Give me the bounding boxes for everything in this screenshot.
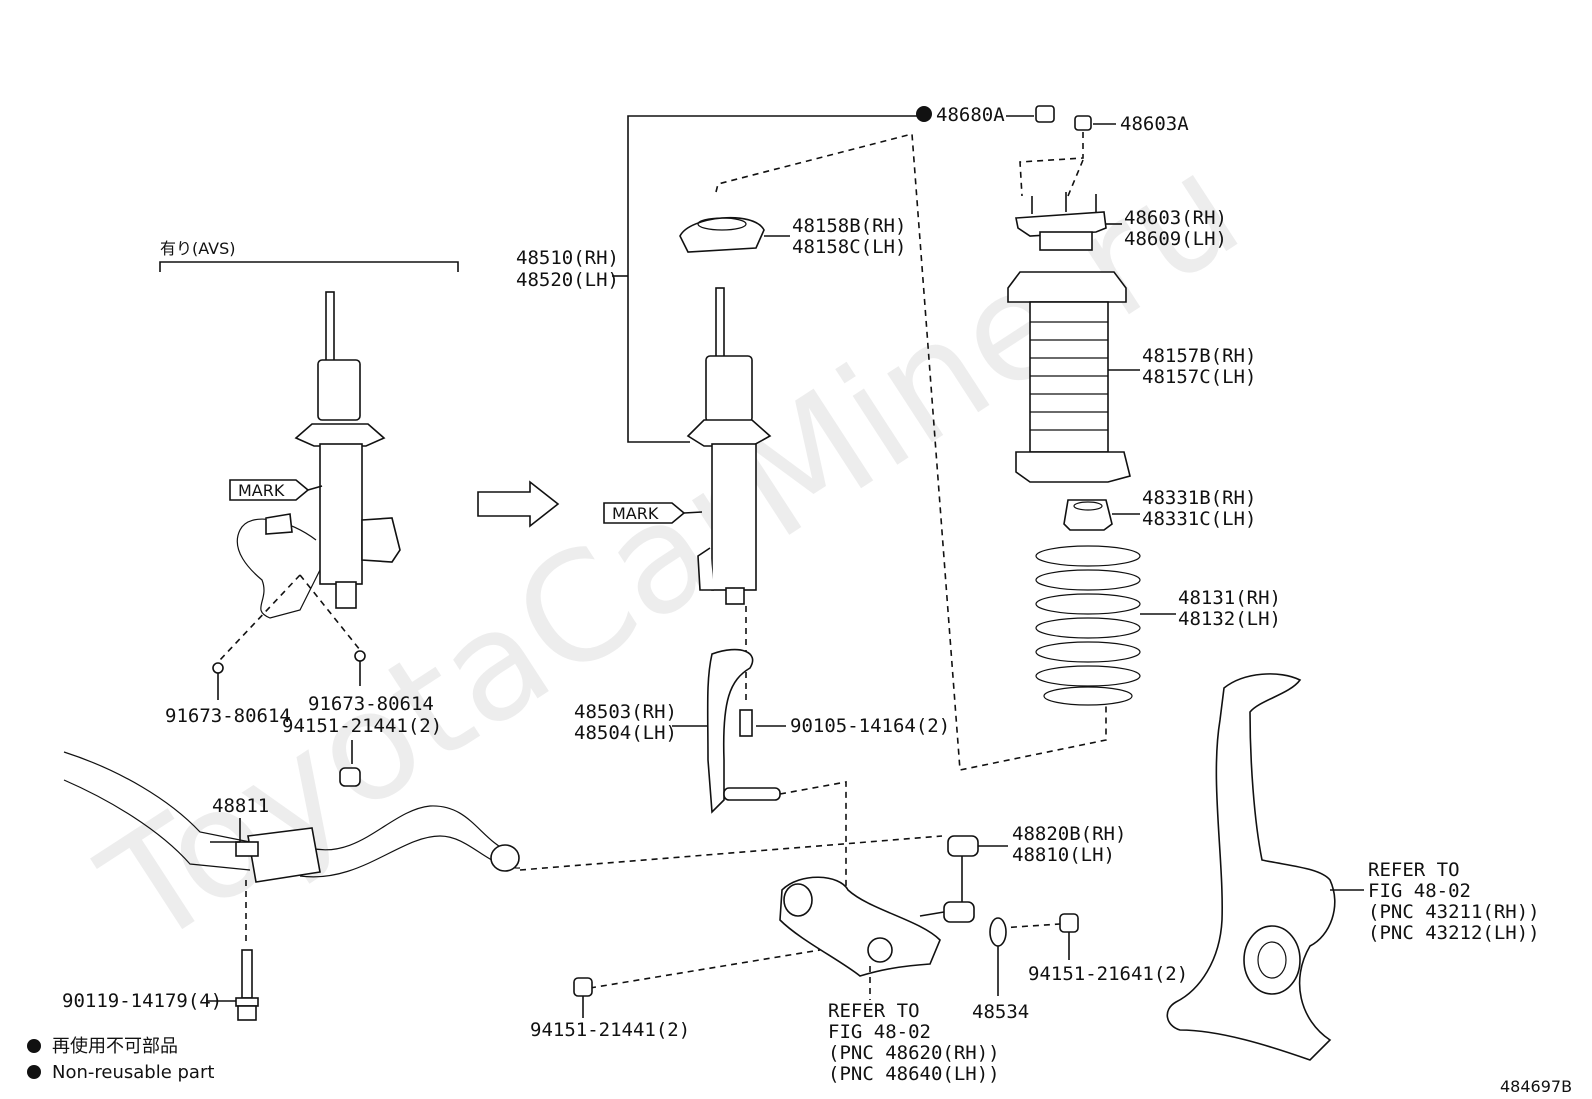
refer-knuckle-line1: REFER TO <box>1368 859 1460 881</box>
figure-id: 484697B <box>1500 1077 1572 1096</box>
stabilizer-bracket-48503 <box>706 648 781 814</box>
avs-bracket <box>159 261 459 272</box>
part-48820B: 48820B(RH) <box>1012 823 1126 845</box>
insulator-48331 <box>1063 499 1113 531</box>
nut-48603A-icon <box>1074 115 1092 131</box>
refer-knuckle-line2: FIG 48-02 <box>1368 880 1471 902</box>
part-48603A: 48603A <box>1120 113 1189 135</box>
avs-header: 有り(AVS) <box>160 239 236 258</box>
part-48158C: 48158C(LH) <box>792 236 906 258</box>
mark-tag-left <box>229 479 310 501</box>
mark-label-right: MARK <box>612 504 659 523</box>
refer-arm-line3: (PNC 48620(RH)) <box>828 1042 1000 1064</box>
part-48510: 48510(RH) <box>516 247 619 269</box>
part-90119: 90119-14179(4) <box>62 990 222 1012</box>
bolt-90119 <box>235 949 259 1021</box>
avs-strut-assembly <box>236 291 401 619</box>
lower-arm <box>779 876 941 977</box>
part-94151-right: 94151-21641(2) <box>1028 963 1188 985</box>
refer-knuckle-line4: (PNC 43212(LH)) <box>1368 922 1540 944</box>
part-48331C: 48331C(LH) <box>1142 508 1256 530</box>
part-48131: 48131(RH) <box>1178 587 1281 609</box>
part-94151-left: 94151-21441(2) <box>530 1019 690 1041</box>
part-48503: 48503(RH) <box>574 701 677 723</box>
bump-stop-48157 <box>1007 271 1131 483</box>
replacement-arrow-icon <box>477 480 560 528</box>
refer-knuckle-line3: (PNC 43211(RH)) <box>1368 901 1540 923</box>
part-48603: 48603(RH) <box>1124 207 1227 229</box>
part-48680A: 48680A <box>936 104 1005 126</box>
refer-arm-line2: FIG 48-02 <box>828 1021 931 1043</box>
washer-48534-icon <box>989 917 1007 947</box>
non-reusable-dot-icon <box>27 1039 41 1053</box>
nut-48680A-icon <box>1035 105 1055 123</box>
part-48520: 48520(LH) <box>516 269 619 291</box>
nut-icon <box>339 767 361 787</box>
nut-94151-left-icon <box>573 977 593 997</box>
part-48157B: 48157B(RH) <box>1142 345 1256 367</box>
mark-tag-right <box>603 502 686 524</box>
part-90105: 90105-14164(2) <box>790 715 950 737</box>
refer-arm-line4: (PNC 48640(LH)) <box>828 1063 1000 1085</box>
nut-94151-right-icon <box>1059 913 1079 933</box>
part-48534: 48534 <box>972 1001 1029 1023</box>
part-91673-b: 91673-80614 <box>308 693 434 715</box>
part-94151-upper: 94151-21441(2) <box>282 715 442 737</box>
part-48331B: 48331B(RH) <box>1142 487 1256 509</box>
non-reusable-dot-icon <box>916 106 932 122</box>
part-48158B: 48158B(RH) <box>792 215 906 237</box>
steering-knuckle <box>1166 673 1336 1061</box>
non-reusable-dot-icon <box>27 1065 41 1079</box>
refer-arm-line1: REFER TO <box>828 1000 920 1022</box>
part-91673-a: 91673-80614 <box>165 705 291 727</box>
upper-seat-48158 <box>679 216 765 253</box>
part-48157C: 48157C(LH) <box>1142 366 1256 388</box>
part-48810: 48810(LH) <box>1012 844 1115 866</box>
clip-icon <box>212 662 224 674</box>
part-48811: 48811 <box>212 795 269 817</box>
clip-icon <box>354 650 366 662</box>
coil-spring-48131 <box>1035 545 1141 706</box>
stabilizer-bar <box>63 751 521 883</box>
part-48504: 48504(LH) <box>574 722 677 744</box>
strut-center <box>686 287 772 605</box>
stabilizer-link-48820 <box>919 835 979 923</box>
part-48609: 48609(LH) <box>1124 228 1227 250</box>
mark-label-left: MARK <box>238 481 285 500</box>
legend-ja: 再使用不可部品 <box>52 1036 178 1057</box>
part-48132: 48132(LH) <box>1178 608 1281 630</box>
bolt-90105-icon <box>739 709 753 737</box>
upper-support-48603 <box>1015 192 1107 251</box>
legend-en: Non-reusable part <box>52 1062 214 1083</box>
